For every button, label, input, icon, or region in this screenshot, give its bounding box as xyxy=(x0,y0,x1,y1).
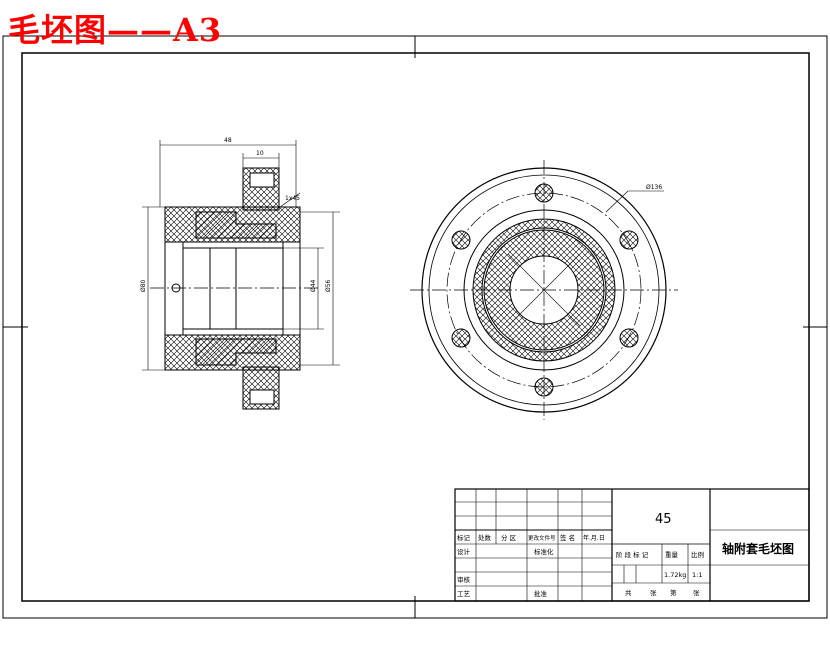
sheet-number-label: 第 xyxy=(670,588,677,597)
end-view xyxy=(410,160,678,420)
scale-label: 比例 xyxy=(691,550,704,559)
dim-bolt-circle: Ø136 xyxy=(646,184,662,191)
part-name: 轴附套毛坯图 xyxy=(722,541,794,556)
rev-col-count: 处数 xyxy=(478,533,492,542)
dim-outer-diameter: Ø80 xyxy=(140,279,147,292)
weight-value: 1.72kg xyxy=(664,571,686,579)
material-text: 45 xyxy=(655,512,672,527)
process-label: 工艺 xyxy=(457,590,471,598)
scale-value: 1:1 xyxy=(692,571,702,579)
dim-chamfer: 1x45 xyxy=(285,195,300,202)
sheets-unit-2: 张 xyxy=(693,588,700,597)
drawing-heading: 毛坯图——A3 xyxy=(8,11,223,49)
centering-marks xyxy=(3,36,827,618)
standard-label: 标准化 xyxy=(534,547,554,556)
dim-bore-diameter: Ø44 xyxy=(310,279,317,292)
dim-step-diameter: Ø56 xyxy=(325,279,332,292)
weight-label: 重量 xyxy=(665,551,679,559)
rev-col-date: 年.月.日 xyxy=(583,534,605,542)
dim-flange-width: 10 xyxy=(256,150,264,157)
bolt-holes xyxy=(451,183,639,397)
inner-frame xyxy=(21,52,810,602)
rev-col-doc: 更改文件号 xyxy=(528,534,556,542)
sheets-unit-1: 张 xyxy=(650,588,657,597)
rev-col-sign: 签 名 xyxy=(560,533,575,542)
finished-part-bottom xyxy=(195,338,277,366)
approve-label: 批准 xyxy=(534,589,548,598)
section-view xyxy=(142,140,340,410)
rev-col-mark: 标记 xyxy=(457,533,471,542)
outer-border xyxy=(2,35,828,619)
dim-overall-length: 48 xyxy=(224,137,232,144)
rev-col-zone: 分 区 xyxy=(501,533,517,542)
title-block xyxy=(454,488,810,602)
design-label: 设计 xyxy=(457,547,471,556)
sheets-total-label: 共 xyxy=(625,588,632,597)
review-label: 审核 xyxy=(457,575,471,584)
stage-label: 阶 段 标 记 xyxy=(616,550,649,559)
finished-part-top xyxy=(195,211,277,239)
